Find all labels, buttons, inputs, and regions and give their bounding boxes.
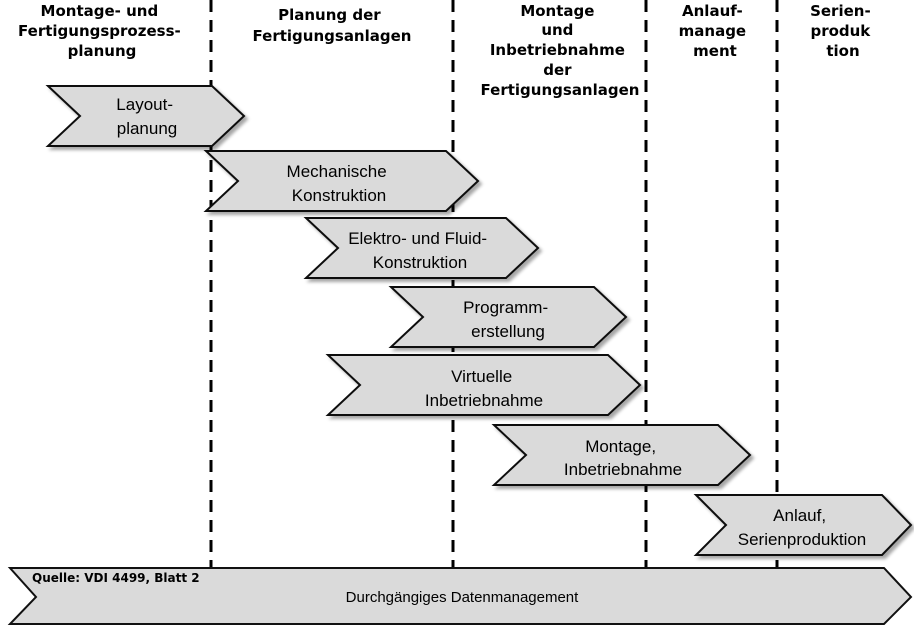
data-management-label: Durchgängiges Datenmanagement bbox=[346, 589, 579, 606]
chevron-shape bbox=[203, 150, 480, 212]
task-chevrons: Layout- planung Mechanische Konstruktion… bbox=[45, 85, 913, 556]
phase-header-montage-inbetriebnahme: Montage und Inbetriebnahme der Fertigung… bbox=[481, 2, 640, 99]
chevron-label: Elektro- und Fluid- Konstruktion bbox=[348, 229, 492, 272]
chevron-shape bbox=[388, 286, 628, 348]
chevron-label: Montage, Inbetriebnahme bbox=[564, 437, 682, 479]
phase-header-montage-fertigungsprozessplanung: Montage- und Fertigungsprozess- planung bbox=[18, 2, 186, 60]
phase-header-serienproduktion: Serien- produk tion bbox=[810, 2, 876, 60]
chevron-label: Layout- planung bbox=[116, 95, 177, 138]
chevron-elektro-fluid-konstruktion: Elektro- und Fluid- Konstruktion bbox=[303, 217, 540, 279]
chevron-label: Programm- erstellung bbox=[463, 298, 553, 341]
chevron-shape bbox=[693, 494, 913, 556]
phase-header-anlaufmanagement: Anlauf- manage ment bbox=[679, 2, 752, 60]
chevron-mechanische-konstruktion: Mechanische Konstruktion bbox=[203, 150, 480, 212]
phase-dividers bbox=[209, 0, 779, 568]
chevron-programmerstellung: Programm- erstellung bbox=[388, 286, 628, 348]
chevron-anlauf-serienproduktion: Anlauf, Serienproduktion bbox=[693, 494, 913, 556]
data-management-arrow bbox=[7, 567, 913, 625]
chevron-label: Mechanische Konstruktion bbox=[287, 162, 392, 205]
chevron-shape bbox=[303, 217, 540, 279]
chevron-shape bbox=[45, 85, 246, 147]
chevron-virtuelle-inbetriebnahme: Virtuelle Inbetriebnahme bbox=[325, 354, 642, 416]
chevron-montage-inbetriebnahme: Montage, Inbetriebnahme bbox=[491, 424, 752, 486]
chevron-label: Virtuelle Inbetriebnahme bbox=[425, 367, 543, 410]
phase-headers: Montage- und Fertigungsprozess- planung … bbox=[18, 2, 876, 99]
chevron-shape bbox=[325, 354, 642, 416]
chevron-label: Anlauf, Serienproduktion bbox=[738, 506, 867, 549]
chevron-shape bbox=[491, 424, 752, 486]
chevron-layoutplanung: Layout- planung bbox=[45, 85, 246, 147]
phase-header-planung-fertigungsanlagen: Planung der Fertigungsanlagen bbox=[253, 6, 412, 45]
data-management-bar: Quelle: VDI 4499, Blatt 2 Durchgängiges … bbox=[7, 567, 913, 625]
source-citation: Quelle: VDI 4499, Blatt 2 bbox=[32, 571, 200, 585]
